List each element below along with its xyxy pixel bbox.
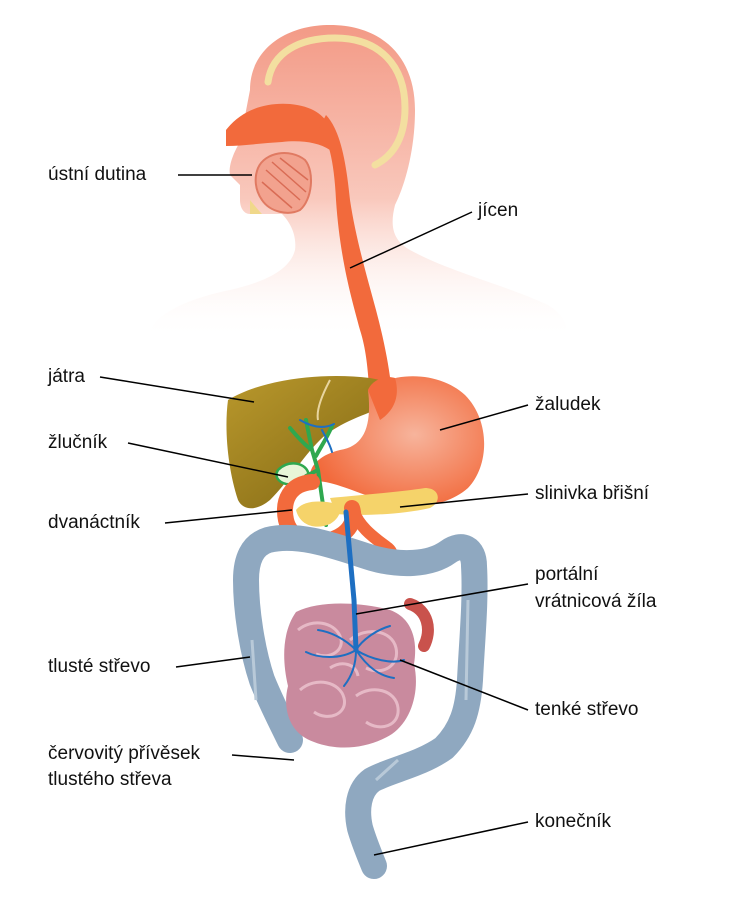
leader-line-gallbladder: [127, 442, 289, 478]
liver: [226, 376, 402, 509]
label-pancreas: slinivka břišní: [535, 483, 650, 504]
jaw: [250, 200, 262, 214]
stomach-upper: [368, 377, 397, 420]
label-stomach: žaludek: [535, 394, 601, 415]
liver-lobe-line: [316, 379, 331, 421]
skull-outline: [264, 34, 409, 169]
leader-line-appendix: [231, 754, 295, 761]
small-intestine-loops: [297, 621, 400, 729]
stomach: [310, 376, 485, 506]
label-portal-vein-line1: portální: [535, 564, 599, 585]
esophagus: [318, 115, 392, 395]
label-duodenum: dvanáctník: [48, 512, 140, 533]
portal-vein: [343, 509, 359, 653]
bile-ducts: [288, 418, 334, 527]
large-intestine-highlight: [250, 599, 470, 782]
ascending-colon-inner: [404, 598, 434, 652]
leader-line-stomach: [439, 404, 529, 431]
label-appendix-line2: tlustého střeva: [48, 769, 172, 790]
large-intestine: [233, 524, 488, 879]
label-oral-cavity: ústní dutina: [48, 164, 147, 185]
portal-vein-branches: [299, 419, 405, 687]
label-small-intestine: tenké střevo: [535, 699, 639, 720]
leader-line-esophagus: [349, 211, 473, 269]
duodenum-inner: [296, 501, 340, 527]
label-large-intestine: tlusté střevo: [48, 656, 151, 677]
tongue-fibers: [261, 157, 309, 209]
leader-line-duodenum: [164, 509, 293, 524]
label-esophagus: jícen: [478, 200, 519, 221]
leader-line-portal-vein: [355, 583, 529, 615]
label-liver: játra: [48, 366, 85, 387]
body-silhouette: [149, 25, 567, 340]
leader-lines: [99, 174, 529, 856]
label-gallbladder: žlučník: [48, 432, 108, 453]
label-appendix-line1: červovitý přívěsek: [48, 743, 201, 764]
nasal-cavity: [226, 103, 330, 150]
leader-line-pancreas: [399, 493, 529, 508]
leader-line-rectum: [373, 821, 529, 856]
label-portal-vein-line2: vrátnicová žíla: [535, 591, 657, 612]
leader-line-small-intestine: [399, 659, 529, 711]
label-rectum: konečník: [535, 811, 612, 832]
leader-line-large-intestine: [175, 656, 251, 668]
leader-line-liver: [99, 376, 255, 403]
